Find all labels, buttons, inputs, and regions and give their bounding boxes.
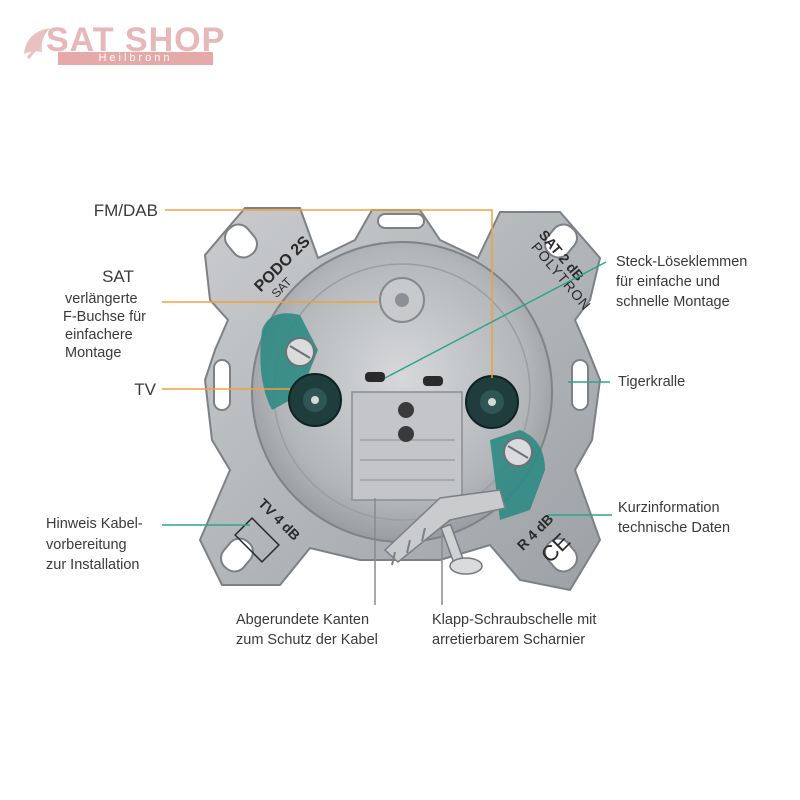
plate-slot [544,537,578,573]
callout-kanten-1: Abgerundete Kanten [236,612,370,628]
callout-steck-2: für einfache und [616,274,720,290]
logo-subtitle: Heilbronn [58,52,213,65]
callout-steck-1: Steck-Löseklemmen [616,254,748,270]
plate-slot [571,359,589,411]
callout-fm-dab: FM/DAB [93,201,158,220]
callout-kanten-2: zum Schutz der Kabel [236,632,378,648]
plate-slot [220,537,254,573]
callout-sat-desc-4: Montage [65,345,122,361]
plate-slot [377,213,425,229]
callout-sat-title: SAT [102,267,134,286]
callout-tigerkralle: Tigerkralle [618,374,686,390]
cable-prep-diagram [234,517,280,563]
callout-hinweis-1: Hinweis Kabel- [46,516,143,532]
callout-kurzinfo-1: Kurzinformation [618,500,720,516]
callout-hinweis-3: zur Installation [46,557,140,573]
callout-tv: TV [134,380,156,399]
callout-sat-desc-3: einfachere [65,327,133,343]
callout-klapp-1: Klapp-Schraubschelle mit [432,612,597,628]
plate-slot [544,223,578,259]
sat-shop-logo: SAT SHOP Heilbronn [20,22,224,68]
leader-steck [384,261,607,379]
fold-clamp [383,489,506,563]
plate-slot [213,359,231,411]
callout-klapp-2: arretierbarem Scharnier [432,632,586,648]
plate-slot [224,223,258,259]
callout-hinweis-2: vorbereitung [46,537,127,553]
satellite-dish-icon [24,28,50,59]
callout-sat-desc-1: verlängerte [65,291,138,307]
callout-kurzinfo-2: technische Daten [618,520,731,536]
callout-steck-3: schnelle Montage [616,294,730,310]
callout-sat-desc-2: F-Buchse für [63,309,146,325]
